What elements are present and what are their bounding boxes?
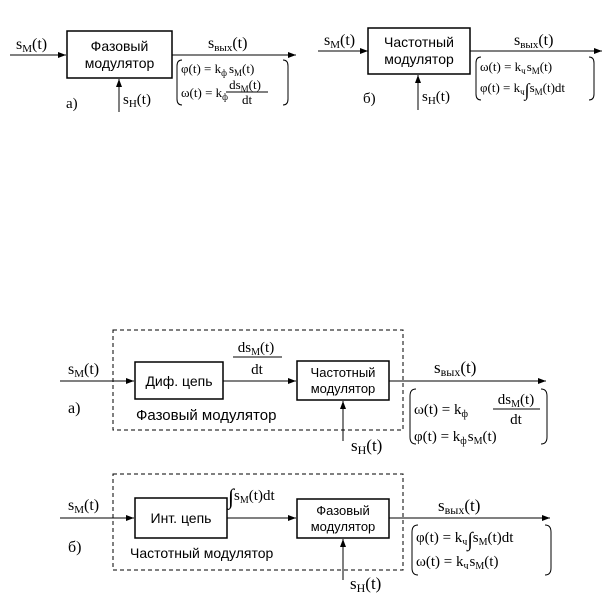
equation-brace-right xyxy=(588,56,595,101)
group-label: Фазовый модулятор xyxy=(136,407,276,424)
equation-brace xyxy=(176,59,183,106)
block-line2: модулятор xyxy=(85,55,155,71)
block-line2: модулятор xyxy=(384,51,454,67)
equation-brace-right xyxy=(540,388,548,445)
frequency-modulator-block xyxy=(367,27,471,75)
phase-modulator-group xyxy=(112,329,404,431)
output-signal: sвых(t) xyxy=(438,496,480,517)
equation-brace xyxy=(475,56,482,101)
frequency-modulator-block xyxy=(296,360,390,401)
derivative-denominator: dt xyxy=(251,362,264,378)
differentiator-block xyxy=(134,361,224,400)
carrier-signal: sН(t) xyxy=(422,89,450,107)
diagram-a-bottom: Фазовый модулятор sМ(t) Диф. цепь dsМ(t)… xyxy=(60,329,548,457)
equation-brace xyxy=(411,524,419,576)
equation-2: φ(t) = kфsМ(t) xyxy=(414,429,497,447)
input-signal: sМ(t) xyxy=(324,32,355,51)
equation-brace-right xyxy=(282,59,289,106)
block2-line1: Частотный xyxy=(311,365,376,380)
block-line1: Частотный xyxy=(384,34,454,50)
equation-2-denominator: dt xyxy=(242,92,253,107)
equation-2: φ(t) = kч∫sМ(t)dt xyxy=(480,80,565,101)
equation-1-numerator: dsМ(t) xyxy=(498,392,534,410)
label-a: а) xyxy=(66,96,78,112)
diagram-b-top: sМ(t) Частотный модулятор sвых(t) sН(t) … xyxy=(318,27,602,110)
group-label: Частотный модулятор xyxy=(130,545,274,561)
input-signal: sМ(t) xyxy=(68,361,99,380)
label-b: б) xyxy=(363,91,376,107)
phase-modulator-block xyxy=(296,498,390,539)
equation-brace xyxy=(409,388,417,445)
block-line1: Фазовый xyxy=(91,38,149,54)
integrator-label: Инт. цепь xyxy=(151,510,212,526)
differentiator-label: Диф. цепь xyxy=(145,373,212,389)
equation-1: ω(t) = kчsМ(t) xyxy=(480,59,552,76)
equation-1: ω(t) = kф xyxy=(414,402,469,420)
diagram-b-bottom: Частотный модулятор sМ(t) Инт. цепь ∫sМ(… xyxy=(60,473,552,595)
frequency-modulator-group xyxy=(112,473,404,571)
block2-line1: Фазовый xyxy=(316,503,370,518)
block2-line2: модулятор xyxy=(311,381,376,396)
equation-2: ω(t) = kчsМ(t) xyxy=(416,554,498,572)
derivative-numerator: dsМ(t) xyxy=(238,340,274,358)
diagram-a-top: sМ(t) Фазовый модулятор sвых(t) sН(t) а)… xyxy=(10,30,296,112)
equation-2-numerator: dsМ(t) xyxy=(229,77,261,94)
input-signal: sМ(t) xyxy=(68,497,99,516)
equation-brace-right xyxy=(544,524,552,576)
block2-line2: модулятор xyxy=(311,519,376,534)
input-signal: sМ(t) xyxy=(16,36,47,55)
output-signal: sвых(t) xyxy=(434,358,476,379)
output-signal: sвых(t) xyxy=(514,32,553,51)
carrier-signal: sН(t) xyxy=(351,436,382,457)
equation-1-denominator: dt xyxy=(510,412,523,428)
integrator-block xyxy=(134,497,228,539)
carrier-signal: sН(t) xyxy=(123,92,151,110)
output-signal: sвых(t) xyxy=(208,35,247,54)
label-b: б) xyxy=(68,539,81,556)
carrier-signal: sН(t) xyxy=(350,574,381,595)
integral-signal: ∫sМ(t)dt xyxy=(226,484,275,510)
label-a: а) xyxy=(68,400,80,417)
equation-1: φ(t) = kч∫sМ(t)dt xyxy=(416,529,514,552)
equation-2: ω(t) = kф xyxy=(181,85,228,102)
